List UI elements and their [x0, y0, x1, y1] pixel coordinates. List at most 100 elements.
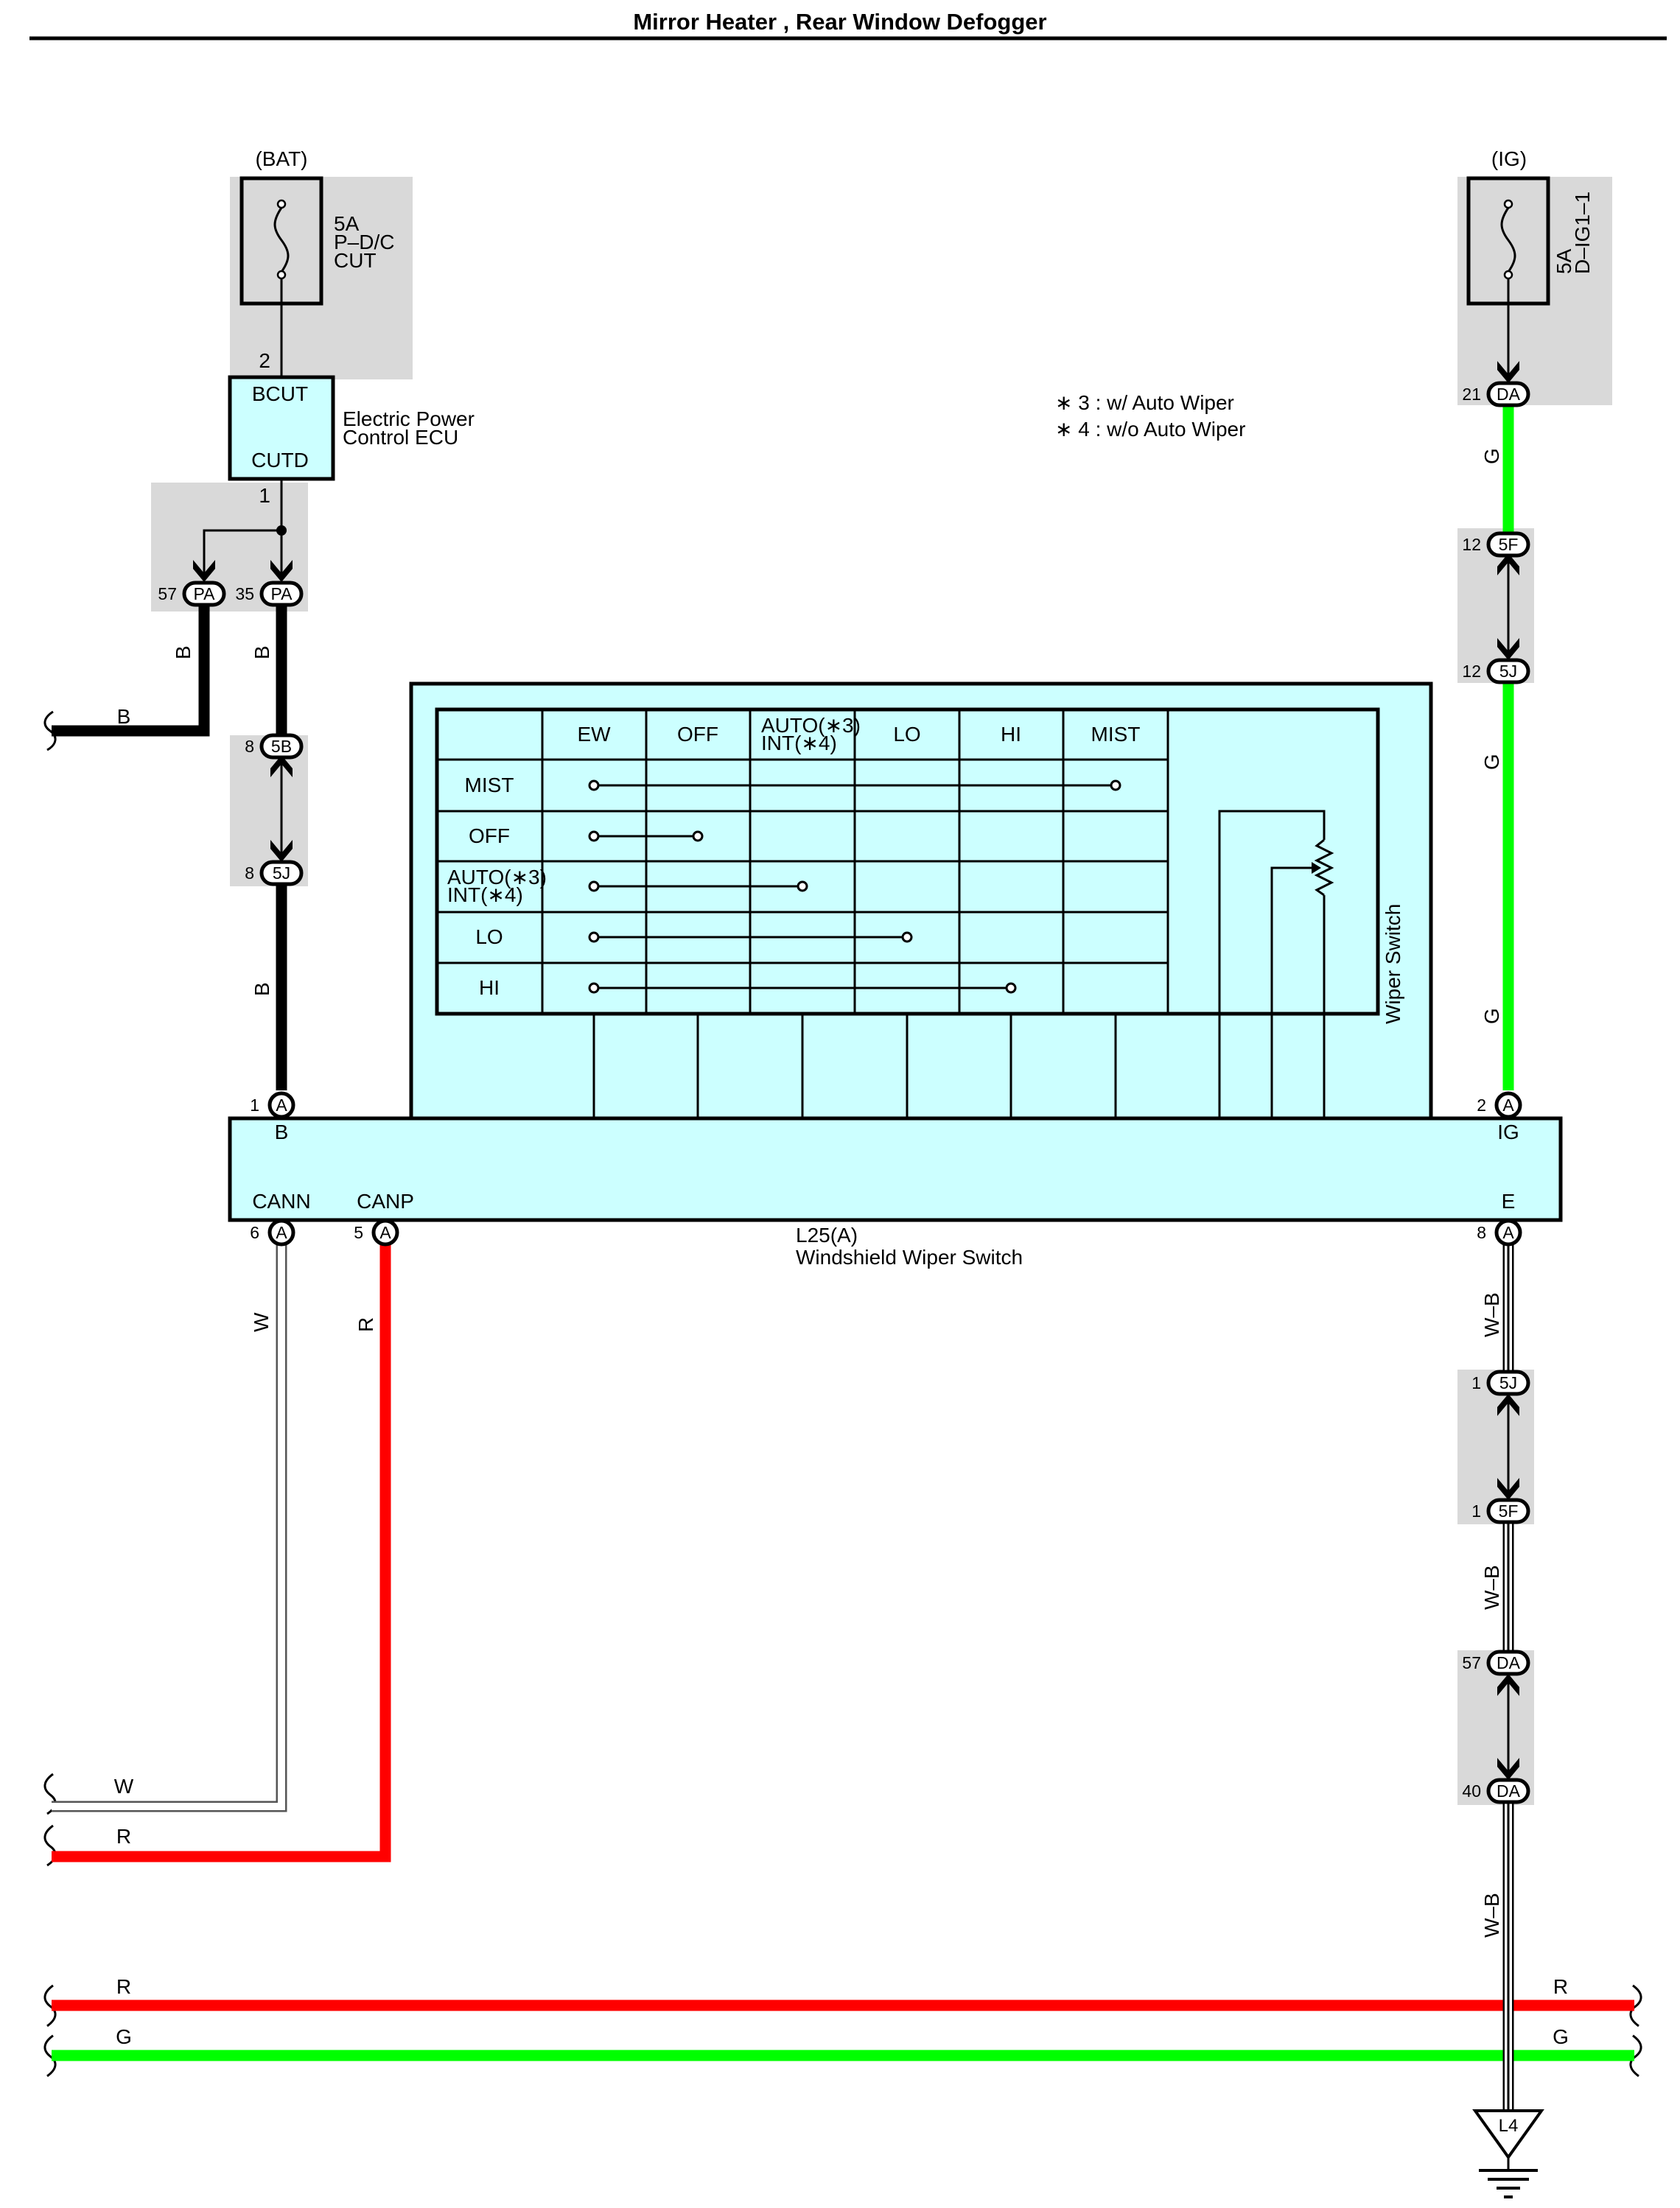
wiper-switch-block: [409, 681, 1433, 1121]
arrow-pa57: [193, 560, 215, 582]
terminal-canp: CANP: [357, 1190, 414, 1213]
connector-pa35: PA 35: [235, 581, 304, 607]
col-header-auto: AUTO(∗3): [761, 714, 861, 737]
connector-pin: 57: [1462, 1653, 1481, 1672]
ig-fuse-name: D–IG1–1: [1571, 192, 1594, 274]
terminal-ig: IG: [1497, 1121, 1519, 1143]
connector-pa57: PA 57: [158, 581, 226, 607]
connector-a8: A 8: [1477, 1219, 1522, 1247]
arrow-5j-1: [1497, 1394, 1519, 1416]
wire-label-w: W: [114, 1775, 134, 1798]
arrow-5f: [1497, 553, 1519, 575]
arrow-da40: [1497, 1758, 1519, 1780]
arrow-5j: [270, 840, 293, 862]
connector-code: 5J: [273, 863, 290, 883]
ecu-out-pin: 1: [259, 484, 270, 507]
connector-pin: 1: [1471, 1373, 1481, 1392]
bus-label-r: R: [1553, 1975, 1568, 1998]
connector-code: DA: [1497, 1653, 1521, 1672]
connector-5j-12: 5J 12: [1462, 658, 1530, 684]
row-header-hi: HI: [479, 976, 500, 999]
connector-code: A: [1502, 1096, 1514, 1115]
wire-label-b: B: [117, 705, 131, 728]
wiper-switch-label: Wiper Switch: [1382, 904, 1404, 1024]
terminal-cann: CANN: [252, 1190, 310, 1213]
connector-a2: A 2: [1477, 1091, 1522, 1119]
connectors: PA 57 PA 35 5 B 8 5J 8 A 1 A 2: [158, 381, 1530, 1804]
connector-da57: DA 57: [1462, 1650, 1530, 1676]
wire-label-r: R: [116, 1825, 131, 1848]
wire-label-g: G: [1480, 754, 1503, 770]
connector-pin: 8: [245, 737, 254, 756]
wire-label-g: G: [1480, 1008, 1503, 1024]
arrow-5j-12: [1497, 638, 1519, 660]
connector-pin: 8: [1477, 1223, 1486, 1242]
ig-fuse-amp: 5A: [1553, 248, 1575, 274]
connector-code: A: [379, 1223, 391, 1242]
note-auto-wiper: ∗ 3 : w/ Auto Wiper: [1055, 391, 1234, 414]
wire-break-left: [43, 710, 57, 2078]
connector-code: A: [276, 1223, 287, 1242]
ecu-name: Electric Power: [343, 407, 475, 430]
connector-a6: A 6: [250, 1219, 295, 1247]
ground-label: L4: [1499, 2116, 1519, 2136]
wire-w: [52, 1241, 287, 1812]
connector-code: DA: [1497, 1781, 1521, 1801]
connector-5f-1: 5F 1: [1471, 1498, 1530, 1524]
ecu-branch-wire: [203, 529, 281, 581]
ig-label: (IG): [1491, 147, 1527, 170]
connector-5f-12: 5F 12: [1462, 531, 1530, 558]
note-no-auto-wiper: ∗ 4 : w/o Auto Wiper: [1055, 418, 1245, 441]
connector-code: 5J: [1499, 1373, 1517, 1392]
connector-5j-8: 5J 8: [245, 860, 304, 886]
connector-pin: 40: [1462, 1781, 1481, 1801]
connector-a1: A 1: [250, 1091, 295, 1119]
connector-pin: 1: [1471, 1501, 1481, 1521]
col-header-hi: HI: [1001, 723, 1021, 746]
wire-label-w-b: W–B: [1480, 1893, 1503, 1938]
connector-5j-1: 5J 1: [1471, 1370, 1530, 1396]
windshield-wiper-switch-body: [228, 1116, 1563, 1222]
terminal-b: B: [275, 1121, 289, 1143]
connector-pin: 2: [1477, 1096, 1486, 1115]
connector-code: A: [1502, 1223, 1514, 1242]
row-header-int: INT(∗4): [447, 883, 523, 906]
bat-label: (BAT): [255, 147, 307, 170]
switch-position-table: [435, 708, 1169, 1015]
ground-l4: L4: [1472, 2109, 1544, 2198]
connector-pin: 57: [158, 584, 177, 603]
wire-b: [52, 606, 287, 1090]
ecu-terminal-cutd: CUTD: [251, 449, 309, 472]
connector-pin: 12: [1462, 535, 1481, 554]
connector-code: PA: [194, 584, 216, 603]
connector-code: DA: [1497, 385, 1521, 404]
connector-pin: 5: [354, 1223, 363, 1242]
connector-code: A: [276, 1096, 287, 1115]
connector-pin: 1: [250, 1096, 259, 1115]
bat-fuse-amp: 5A: [334, 212, 360, 235]
bat-fuse-name-2: CUT: [334, 249, 377, 272]
connector-a5: A 5: [354, 1219, 399, 1247]
terminal-e: E: [1502, 1190, 1516, 1213]
connector-code: PA: [271, 584, 293, 603]
wire-label-b: B: [172, 645, 195, 659]
connector-da21: DA 21: [1462, 381, 1530, 407]
component-name: Windshield Wiper Switch: [796, 1246, 1023, 1269]
arrow-5b: [270, 755, 293, 777]
wire-label-b: B: [251, 645, 273, 659]
switch-leads: [592, 810, 1334, 1118]
row-header-off: OFF: [469, 824, 510, 847]
wire-label-r: R: [354, 1317, 377, 1332]
bat-pin: 2: [259, 349, 270, 372]
wire-label-w: W: [250, 1312, 273, 1332]
wire-label-b: B: [251, 982, 273, 996]
connector-da40: DA 40: [1462, 1778, 1530, 1804]
potentiometer-arrow: [1312, 862, 1321, 874]
bus-label-r: R: [116, 1975, 131, 1998]
bat-fuse-name: P–D/C: [334, 231, 394, 253]
col-header-lo: LO: [893, 723, 920, 746]
wire-label-w-b: W–B: [1480, 1292, 1503, 1337]
connector-code: 5F: [1499, 1501, 1519, 1521]
wire-label-w-b: W–B: [1480, 1565, 1503, 1610]
